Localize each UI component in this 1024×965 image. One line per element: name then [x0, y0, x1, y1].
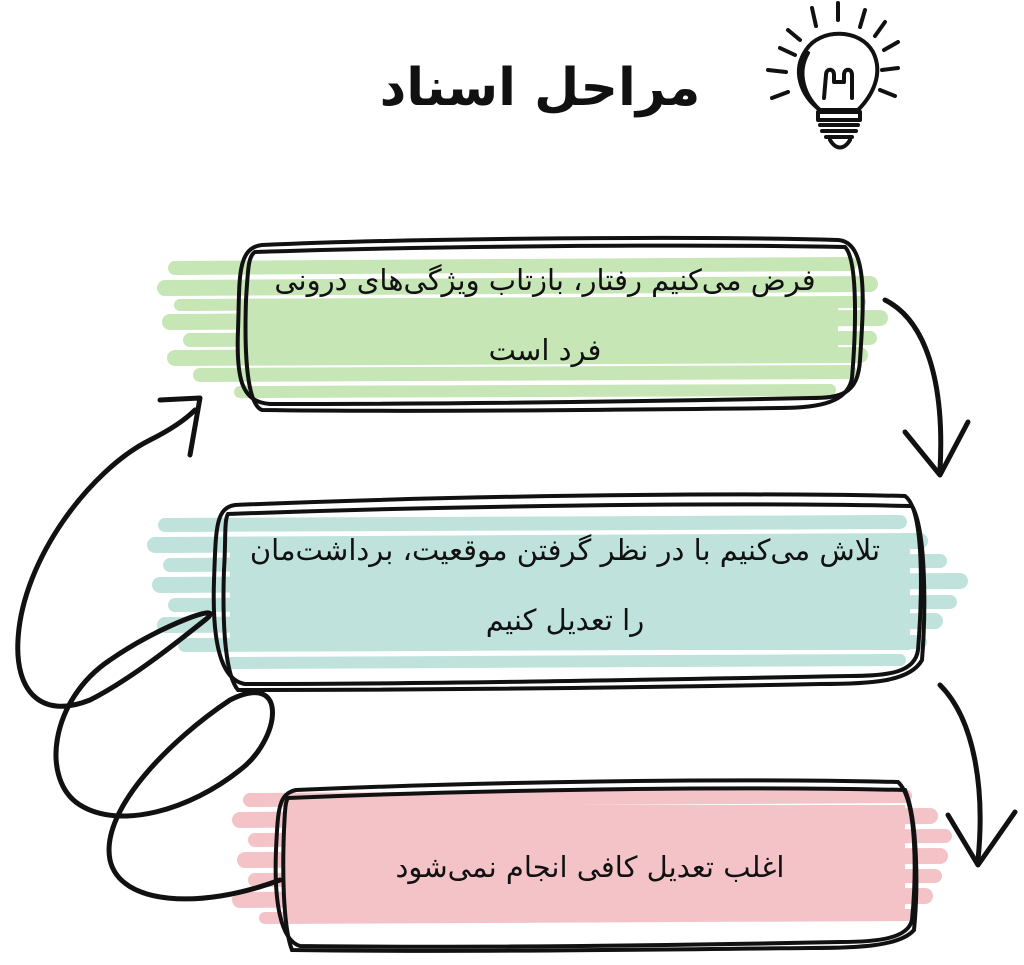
step-1-text: فرض می‌کنیم رفتار، بازتاب ویژگی‌های درون…	[274, 263, 816, 367]
lightbulb-icon	[766, 1, 900, 150]
feedback-loop-arrow	[15, 395, 283, 902]
step-1-box	[235, 235, 865, 413]
step-3-box	[273, 778, 919, 953]
arrow-step-1-to-2	[882, 297, 971, 478]
step-3-text: اغلب تعدیل کافی انجام نمی‌شود	[395, 850, 785, 884]
diagram-title: مراحل اسناد	[379, 58, 702, 118]
arrow-step-2-to-3	[937, 682, 1018, 868]
step-2-text: تلاش می‌کنیم با در نظر گرفتن موقعیت، برد…	[249, 533, 881, 637]
step-2-box	[211, 492, 927, 693]
